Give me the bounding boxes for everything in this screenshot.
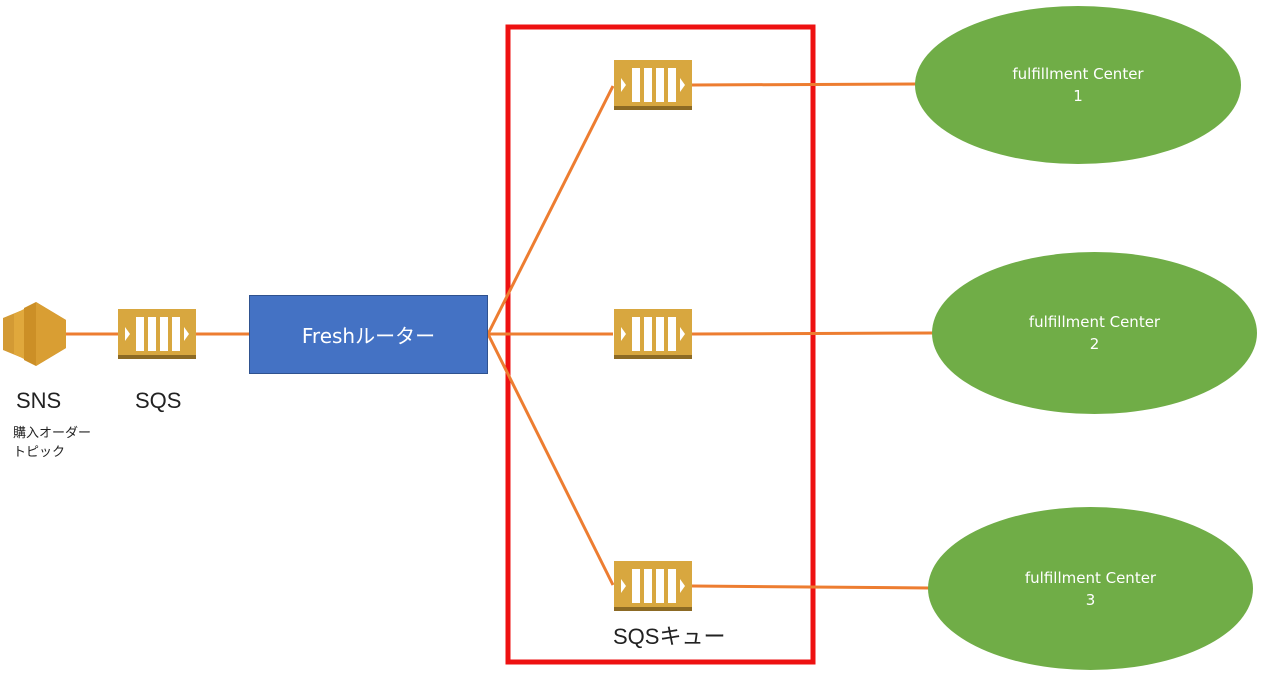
sns-icon [3, 302, 66, 366]
sns-sublabel-line1: 購入オーダー [13, 426, 92, 441]
connector-queue-center-2 [691, 331, 934, 336]
center-name: fulfillment Center [1028, 313, 1161, 331]
connector-queue-center-3 [691, 584, 930, 590]
sqs-queue-group-label: SQSキュー [613, 624, 726, 649]
center-number: 3 [1085, 590, 1096, 609]
center-name: fulfillment Center [1024, 568, 1157, 587]
sqs-queue-icon [118, 309, 196, 359]
fulfillment-center-3: fulfillment Center 3 [928, 507, 1253, 670]
center-number: 1 [1073, 87, 1083, 105]
queue-group-highlight-box [505, 24, 816, 665]
sqs-queue-icon [614, 561, 692, 611]
connector-router-queue-3 [486, 333, 615, 586]
center-name: fulfillment Center [1012, 65, 1144, 83]
router-label: Freshルーター [301, 324, 436, 348]
sns-label: SNS [16, 388, 62, 413]
fulfillment-center-2: fulfillment Center 2 [932, 252, 1257, 414]
sqs-label: SQS [135, 388, 182, 413]
sns-sublabel-line2: トピック [13, 445, 66, 460]
center-number: 2 [1089, 335, 1100, 353]
sqs-queue-icon [614, 309, 692, 359]
connector-router-queue-1 [486, 85, 615, 335]
fulfillment-center-1: fulfillment Center 1 [915, 6, 1241, 164]
sqs-queue-icon [614, 60, 692, 110]
connector-queue-center-1 [691, 82, 918, 87]
connectors [66, 82, 934, 590]
fresh-router-box: Freshルーター [249, 295, 488, 374]
